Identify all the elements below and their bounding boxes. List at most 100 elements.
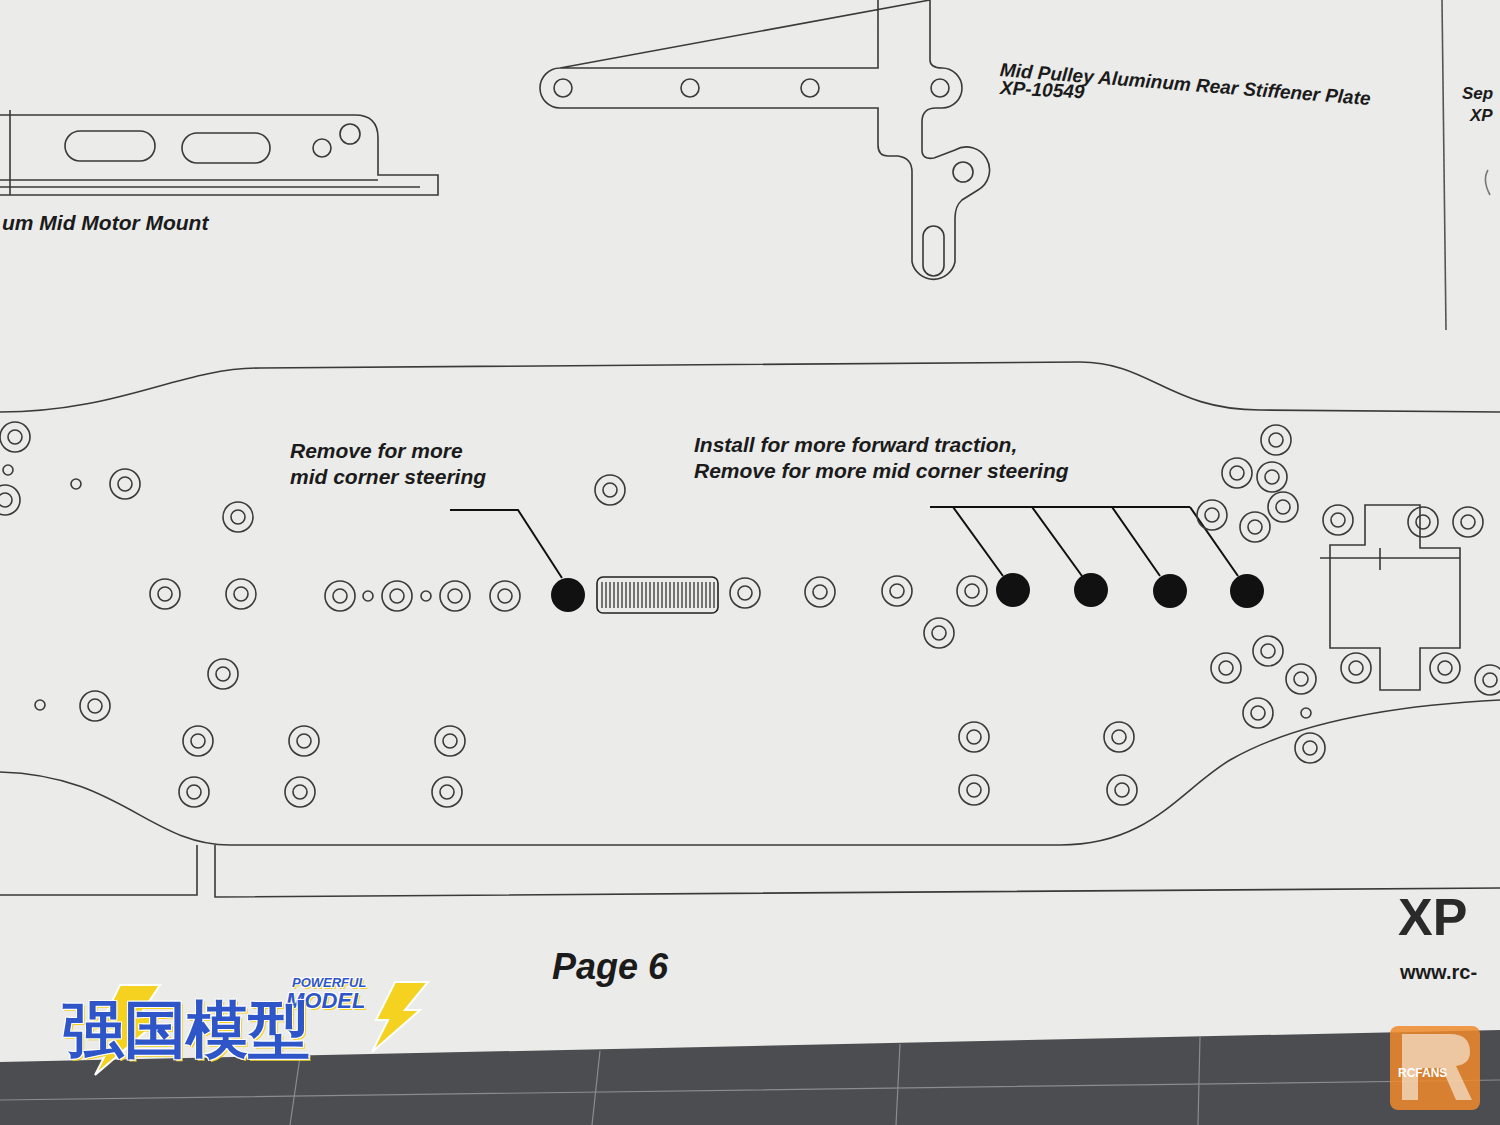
chassis-hole — [959, 722, 989, 752]
knurl-line — [621, 582, 622, 608]
chassis-hole — [1453, 507, 1483, 537]
chassis-hole — [1268, 492, 1298, 522]
hole-countersink — [1251, 706, 1265, 720]
hole-countersink — [738, 586, 752, 600]
chassis-hole — [1253, 636, 1283, 666]
hole-countersink — [1276, 500, 1290, 514]
knurl-line — [653, 582, 654, 608]
knurl-line — [673, 582, 674, 608]
hole-countersink — [1483, 673, 1497, 687]
plate-hole — [681, 79, 699, 97]
frame-line — [0, 845, 1500, 897]
page-number: Page 6 — [552, 945, 668, 989]
small-hole — [71, 479, 81, 489]
mount-hole — [313, 139, 331, 157]
hole-countersink — [890, 584, 904, 598]
chassis-hole — [1257, 462, 1287, 492]
chassis-hole — [226, 579, 256, 609]
filled-hole — [1074, 573, 1108, 607]
knurl-line — [669, 582, 670, 608]
hole-countersink — [1261, 644, 1275, 658]
chassis-hole — [1107, 775, 1137, 805]
hole-countersink — [1438, 661, 1452, 675]
knurl-line — [649, 582, 650, 608]
plate-hole — [801, 79, 819, 97]
chassis-hole — [208, 659, 238, 689]
knurl-line — [613, 582, 614, 608]
knurl-line — [625, 582, 626, 608]
part-name: um Mid Motor Mount — [2, 210, 208, 236]
hole-countersink — [932, 626, 946, 640]
hole-countersink — [1265, 470, 1279, 484]
knurl-line — [609, 582, 610, 608]
chassis-hole — [183, 726, 213, 756]
hole-countersink — [1269, 433, 1283, 447]
hole-countersink — [1219, 661, 1233, 675]
hole-countersink — [234, 587, 248, 601]
hole-countersink — [813, 585, 827, 599]
knurl-line — [645, 582, 646, 608]
chassis-hole — [490, 581, 520, 611]
stiffener-plate — [540, 0, 990, 279]
plate-hole — [931, 79, 949, 97]
plate-hole — [554, 79, 572, 97]
knurl-line — [661, 582, 662, 608]
hole-countersink — [603, 483, 617, 497]
knurl-line — [705, 582, 706, 608]
mount-hole — [340, 124, 360, 144]
watermark: RCFANS — [1398, 1066, 1447, 1081]
hole-countersink — [967, 730, 981, 744]
leader-line — [450, 510, 562, 578]
hole-countersink — [216, 667, 230, 681]
hole-countersink — [443, 734, 457, 748]
hole-countersink — [390, 589, 404, 603]
knurl-line — [681, 582, 682, 608]
hole-countersink — [0, 493, 12, 507]
knurl-line — [617, 582, 618, 608]
filled-hole — [996, 573, 1030, 607]
chassis-hole — [1211, 653, 1241, 683]
knurl-line — [701, 582, 702, 608]
leader-line — [930, 507, 1238, 576]
hole-countersink — [967, 783, 981, 797]
hole-countersink — [1416, 515, 1430, 529]
part-name: Sep — [1462, 84, 1493, 105]
hole-countersink — [158, 587, 172, 601]
knurl-line — [637, 582, 638, 608]
hole-countersink — [293, 785, 307, 799]
chassis-hole — [432, 777, 462, 807]
chassis-hole — [0, 485, 20, 515]
knurl-line — [689, 582, 690, 608]
filled-hole — [551, 578, 585, 612]
hole-countersink — [191, 734, 205, 748]
hole-countersink — [498, 589, 512, 603]
hole-countersink — [1349, 661, 1363, 675]
chassis-hole — [1104, 722, 1134, 752]
hole-countersink — [187, 785, 201, 799]
knurled-insert — [597, 577, 718, 613]
chassis-hole — [1323, 505, 1353, 535]
plate-slot — [923, 226, 944, 276]
knurl-line — [629, 582, 630, 608]
page-edge — [1442, 0, 1446, 330]
chassis-hole — [150, 579, 180, 609]
chassis-hole — [1475, 665, 1500, 695]
chassis-hole — [110, 469, 140, 499]
chassis-hole — [1341, 653, 1371, 683]
hole-countersink — [1303, 741, 1317, 755]
chassis-hole — [1240, 512, 1270, 542]
chassis-hole — [223, 502, 253, 532]
hole-countersink — [333, 589, 347, 603]
knurl-line — [709, 582, 710, 608]
hole-countersink — [448, 589, 462, 603]
chassis-hole — [959, 775, 989, 805]
part-number: XP-10549 — [999, 76, 1085, 104]
chassis-hole — [285, 777, 315, 807]
knurl-line — [641, 582, 642, 608]
knurl-line — [685, 582, 686, 608]
small-hole — [35, 700, 45, 710]
knurl-line — [697, 582, 698, 608]
chassis-hole — [440, 581, 470, 611]
